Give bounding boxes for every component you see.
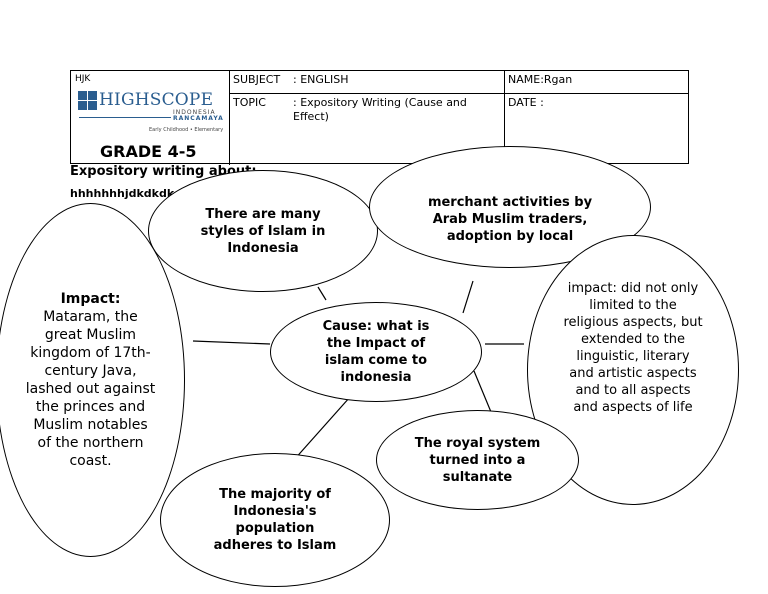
logo-tagline: Early Childhood • Elementary [149, 127, 224, 133]
subject-label: SUBJECT [233, 73, 281, 86]
name-field: NAME:Rgan [508, 73, 573, 86]
connector-line [192, 340, 271, 345]
node-styles-of-islam: There are many styles of Islam in Indone… [148, 170, 378, 292]
node-text: There are many styles of Islam in Indone… [200, 206, 326, 256]
node-text: merchant activities by Arab Muslim trade… [427, 195, 593, 244]
topic-value: : Expository Writing (Cause and Effect) [293, 96, 467, 123]
logo-square-icon [88, 91, 97, 100]
header-table: HJK HighScope INDONESIA RANCAMAYA Early … [70, 70, 689, 165]
school-code: HJK [75, 74, 91, 84]
connector-line [473, 370, 492, 413]
subject-value: : ENGLISH [293, 73, 349, 86]
topic-label: TOPIC [233, 96, 266, 109]
node-text: impact: did not only limited to the reli… [563, 281, 703, 415]
date-field: DATE : [508, 96, 544, 109]
divider [229, 93, 689, 94]
logo-square-icon [88, 101, 97, 110]
highscope-logo: HighScope INDONESIA RANCAMAYA Early Chil… [71, 71, 229, 141]
connector-line [292, 396, 351, 462]
scribble-text: hhhhhhhjdkdkdk [70, 187, 175, 200]
logo-square-icon [78, 101, 87, 110]
node-majority-population: The majority of Indonesia's population a… [160, 453, 390, 587]
logo-square-icon [78, 91, 87, 100]
expository-heading: Expository writing about: [70, 164, 257, 179]
divider [229, 71, 230, 165]
logo-rule [79, 117, 217, 118]
node-text: The royal system turned into a sultanate [414, 435, 541, 485]
node-impact-left: Impact: Mataram, the great Muslim kingdo… [0, 203, 185, 557]
connector-line [317, 286, 327, 301]
grade-label: GRADE 4-5 [100, 142, 197, 161]
logo-brand: HighScope [99, 90, 214, 110]
node-text: Mataram, the great Muslim kingdom of 17t… [25, 309, 156, 469]
divider [504, 71, 505, 165]
node-royal-system: The royal system turned into a sultanate [376, 410, 579, 510]
node-text: Cause: what is the Impact of islam come … [322, 319, 430, 385]
node-center-cause: Cause: what is the Impact of islam come … [270, 302, 482, 402]
node-text-wrap: Impact: Mataram, the great Muslim kingdo… [26, 290, 156, 470]
node-title: Impact: [60, 291, 121, 307]
node-text: The majority of Indonesia's population a… [213, 487, 337, 553]
logo-sub-indonesia: INDONESIA [173, 109, 216, 116]
connector-line [462, 280, 474, 314]
logo-sub-rancamaya: RANCAMAYA [171, 115, 226, 122]
